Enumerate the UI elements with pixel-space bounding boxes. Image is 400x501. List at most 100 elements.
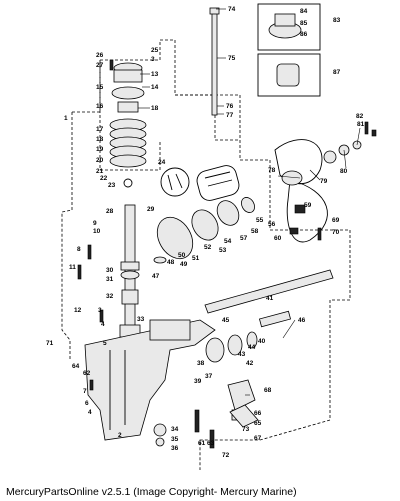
- callout-22: 22: [100, 175, 108, 182]
- callout-4: 4: [101, 321, 105, 328]
- callout-80: 80: [340, 168, 348, 175]
- callout-11: 11: [69, 264, 76, 271]
- callout-75: 75: [228, 55, 236, 62]
- callout-19: 19: [96, 146, 104, 153]
- detail-inset-retainer: [160, 167, 190, 197]
- callout-58: 58: [251, 228, 259, 235]
- callout-65: 65: [254, 420, 262, 427]
- callout-10: 10: [93, 228, 101, 235]
- callout-50: 50: [178, 252, 186, 259]
- callout-25: 25: [151, 47, 159, 54]
- callout-38: 38: [197, 360, 205, 367]
- callout-6: 6: [85, 400, 89, 407]
- callout-28: 28: [106, 208, 114, 215]
- callout-74: 74: [228, 6, 236, 13]
- callout-69: 69: [332, 217, 340, 224]
- water-pump-stack: [109, 62, 147, 188]
- callout-14: 14: [151, 84, 159, 91]
- callout-32: 32: [106, 293, 114, 300]
- callout-71: 71: [46, 340, 54, 347]
- gearcase-assembly-outline: [61, 39, 351, 470]
- propeller: [274, 139, 362, 243]
- callout-76: 76: [226, 103, 234, 110]
- callout-62: 62: [83, 370, 91, 377]
- detail-inset-clutch: [196, 165, 240, 201]
- callout-78: 78: [268, 167, 276, 174]
- callout-27: 27: [96, 62, 104, 69]
- callout-85: 85: [300, 20, 308, 27]
- callout-67: 67: [254, 435, 262, 442]
- callout-35: 35: [171, 436, 179, 443]
- callout-3-b: 3: [98, 307, 102, 314]
- callout-1: 1: [64, 115, 68, 122]
- callout-18: 18: [96, 136, 104, 143]
- callout-83: 83: [333, 17, 341, 24]
- callout-42: 42: [246, 360, 254, 367]
- callout-82: 82: [356, 113, 364, 120]
- callout-49: 49: [180, 261, 188, 268]
- callout-68: 68: [264, 387, 272, 394]
- callout-37: 37: [205, 373, 213, 380]
- inset-part-83: [257, 3, 321, 51]
- callout-53: 53: [219, 247, 227, 254]
- callout-59: 59: [304, 202, 312, 209]
- callout-66: 66: [254, 410, 262, 417]
- callout-73: 73: [242, 426, 250, 433]
- callout-30: 30: [106, 267, 114, 274]
- callout-26: 26: [96, 52, 104, 59]
- callout-64: 64: [72, 363, 80, 370]
- callout-2: 2: [118, 432, 122, 439]
- callout-63: 63: [207, 440, 215, 447]
- callout-18-right: 18: [151, 105, 159, 112]
- callout-47: 47: [152, 273, 160, 280]
- callout-15: 15: [96, 84, 104, 91]
- callout-48: 48: [167, 259, 175, 266]
- fasteners: [77, 59, 377, 449]
- callout-61: 61: [198, 440, 206, 447]
- inset-part-87: [257, 53, 321, 97]
- callout-16: 16: [96, 103, 104, 110]
- callout-41: 41: [266, 295, 274, 302]
- propeller-shaft: [204, 269, 334, 328]
- callout-3: 3: [151, 56, 155, 63]
- callout-17: 17: [96, 126, 104, 133]
- callout-4-b: 4: [88, 409, 92, 416]
- bearing-carrier: [205, 331, 258, 363]
- callout-77: 77: [226, 112, 234, 119]
- callout-43: 43: [238, 351, 246, 358]
- callout-81: 81: [357, 121, 365, 128]
- gearcase-housing: [84, 319, 216, 441]
- callout-51: 51: [192, 255, 200, 262]
- callout-39: 39: [194, 378, 202, 385]
- water-pump-outline: [99, 60, 161, 171]
- callout-20: 20: [96, 157, 104, 164]
- callout-44: 44: [248, 344, 256, 351]
- callout-33: 33: [137, 316, 145, 323]
- callout-84: 84: [300, 8, 308, 15]
- leader-lines: [138, 8, 361, 396]
- shift-shaft: [209, 7, 220, 116]
- callout-12: 12: [74, 307, 82, 314]
- callout-52: 52: [204, 244, 212, 251]
- callout-60: 60: [274, 235, 282, 242]
- callout-9: 9: [93, 220, 97, 227]
- callout-7: 7: [83, 388, 87, 395]
- image-copyright-caption: MercuryPartsOnline v2.5.1 (Image Copyrig…: [6, 486, 297, 498]
- callout-87: 87: [333, 69, 341, 76]
- callout-40: 40: [258, 338, 266, 345]
- callout-57: 57: [240, 235, 248, 242]
- exploded-parts-diagram: 74 75 76 77 84 83 85 86 87 25 26 27 3 13…: [46, 3, 377, 470]
- callout-72: 72: [222, 452, 230, 459]
- shift-linkage-outline: [175, 94, 240, 141]
- callout-23: 23: [108, 182, 116, 189]
- callout-70: 70: [332, 229, 340, 236]
- forward-gear-cluster: [153, 197, 255, 264]
- callout-8: 8: [77, 246, 81, 253]
- callout-46: 46: [298, 317, 306, 324]
- callout-79: 79: [320, 178, 328, 185]
- callout-5: 5: [103, 340, 107, 347]
- callout-45: 45: [222, 317, 230, 324]
- callout-54: 54: [224, 238, 232, 245]
- callout-21: 21: [96, 168, 104, 175]
- callout-13: 13: [151, 71, 159, 78]
